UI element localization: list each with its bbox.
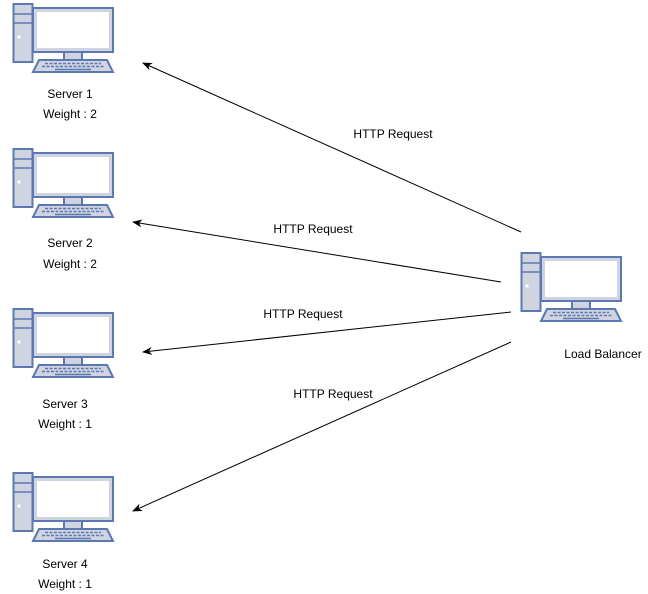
arrow-to-server-3 — [142, 311, 512, 356]
server-3-node: Server 3 Weight : 1 — [12, 308, 114, 431]
edge-label-server-3: HTTP Request — [263, 307, 343, 321]
server-4-name: Server 4 — [42, 557, 88, 571]
server-1-name: Server 1 — [47, 87, 93, 101]
desktop-computer-icon — [12, 3, 114, 73]
server-3-weight: Weight : 1 — [38, 417, 92, 431]
edge-label-server-2: HTTP Request — [273, 222, 353, 236]
http-request-arrows — [132, 62, 522, 512]
arrow-to-server-2 — [132, 219, 502, 283]
desktop-computer-icon — [12, 472, 114, 542]
server-2-node: Server 2 Weight : 2 — [12, 148, 114, 271]
server-3-name: Server 3 — [42, 397, 88, 411]
desktop-computer-icon — [520, 252, 622, 322]
load-balancer-node: Load Balancer — [520, 252, 642, 361]
server-1-weight: Weight : 2 — [43, 107, 97, 121]
edge-label-server-4: HTTP Request — [293, 387, 373, 401]
load-balancer-name: Load Balancer — [564, 347, 641, 361]
server-1-node: Server 1 Weight : 2 — [12, 3, 114, 121]
edge-label-server-1: HTTP Request — [353, 127, 433, 141]
desktop-computer-icon — [12, 148, 114, 218]
server-4-weight: Weight : 1 — [38, 577, 92, 591]
server-2-weight: Weight : 2 — [43, 257, 97, 271]
server-4-node: Server 4 Weight : 1 — [12, 472, 114, 591]
arrow-to-server-1 — [142, 62, 522, 233]
server-2-name: Server 2 — [47, 236, 93, 250]
arrow-to-server-4 — [132, 341, 512, 512]
desktop-computer-icon — [12, 308, 114, 378]
